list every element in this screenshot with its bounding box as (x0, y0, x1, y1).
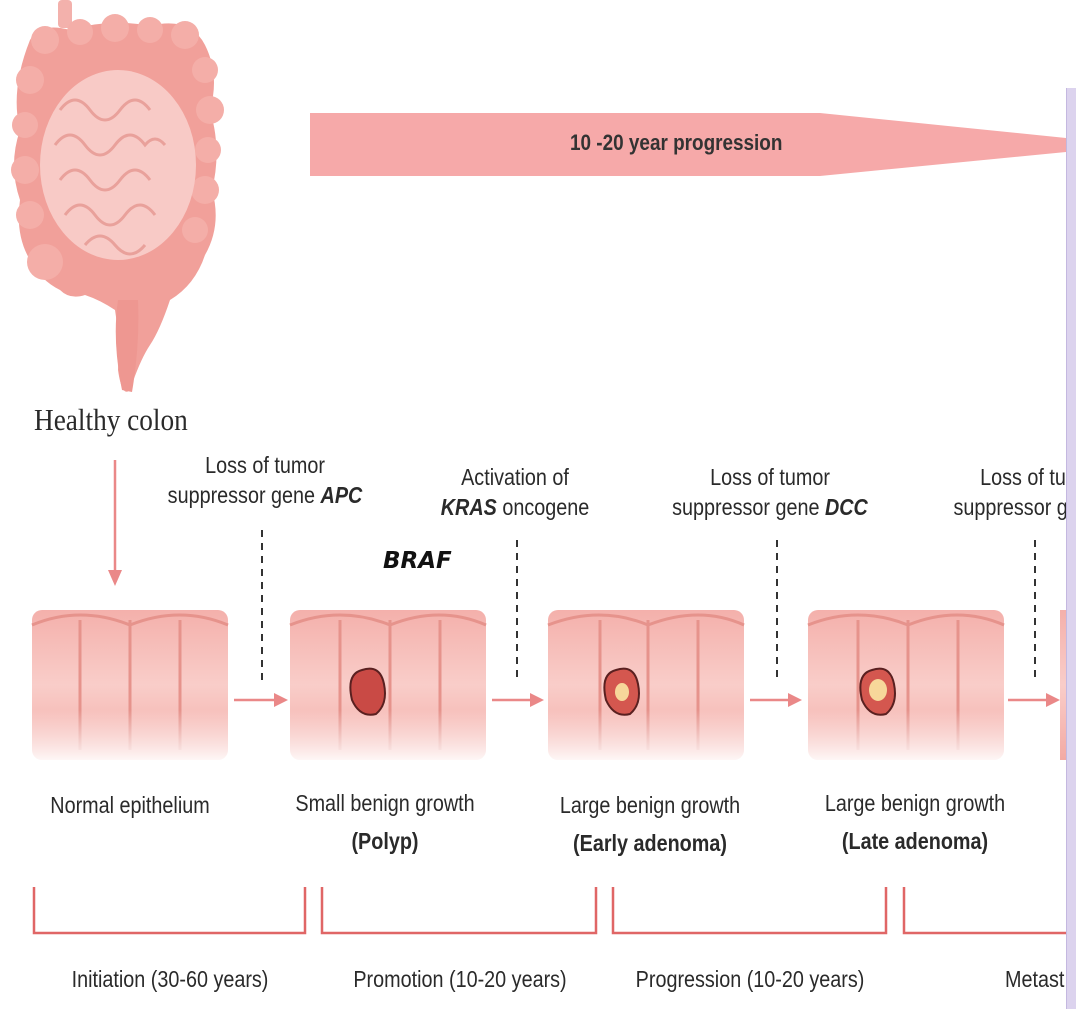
mutation-line2: suppressor gene DCC (671, 492, 869, 522)
stage-line1: Large benign growth (808, 788, 1023, 818)
phase-brackets (0, 885, 1066, 945)
right-panel (1066, 88, 1076, 1009)
gene-kras: KRAS (441, 494, 497, 520)
stage-arrows (0, 685, 1066, 715)
mutation-line2: suppressor gene APC (166, 480, 364, 510)
phase-label-initiation: Initiation (30-60 years) (30, 966, 310, 993)
phase-label-metastasis: Metast (1005, 966, 1066, 993)
gene-apc: APC (321, 482, 363, 508)
stage-line2: (Late adenoma) (842, 828, 988, 854)
mutation-line2: suppressor g (950, 492, 1050, 522)
mutation-line1: Loss of tu (950, 462, 1050, 492)
stage-label-late-adenoma: Large benign growth (Late adenoma) (790, 788, 1040, 856)
stage-label-early-adenoma: Large benign growth (Early adenoma) (525, 790, 775, 858)
mutation-label-apc: Loss of tumor suppressor gene APC (150, 450, 380, 510)
healthy-colon-label: Healthy colon (34, 402, 188, 438)
stage-label-polyp: Small benign growth (Polyp) (260, 788, 510, 856)
colon-illustration (0, 0, 240, 410)
mutation-line1: Loss of tumor (671, 462, 869, 492)
stage-line2: (Polyp) (351, 828, 418, 854)
right-panel-edge (1066, 88, 1067, 1009)
progression-label: 10 -20 year progression (570, 130, 828, 156)
phase-label-promotion: Promotion (10-20 years) (320, 966, 600, 993)
mutation-label-truncated: Loss of tu suppressor g (950, 462, 1066, 522)
mutation-line2: KRAS oncogene (416, 492, 614, 522)
stage-line1: Normal epithelium (35, 790, 224, 820)
stage-line2: (Early adenoma) (573, 830, 727, 856)
stage-line1: Large benign growth (543, 790, 758, 820)
mutation-line1: Loss of tumor (166, 450, 364, 480)
gene-dcc: DCC (825, 494, 868, 520)
mutation-line1: Activation of (416, 462, 614, 492)
mutation-label-kras: Activation of KRAS oncogene (400, 462, 630, 522)
stage-line1: Small benign growth (278, 788, 493, 818)
stage-label-normal: Normal epithelium (20, 790, 240, 820)
mutation-label-dcc: Loss of tumor suppressor gene DCC (655, 462, 885, 522)
phase-label-progression: Progression (10-20 years) (610, 966, 890, 993)
